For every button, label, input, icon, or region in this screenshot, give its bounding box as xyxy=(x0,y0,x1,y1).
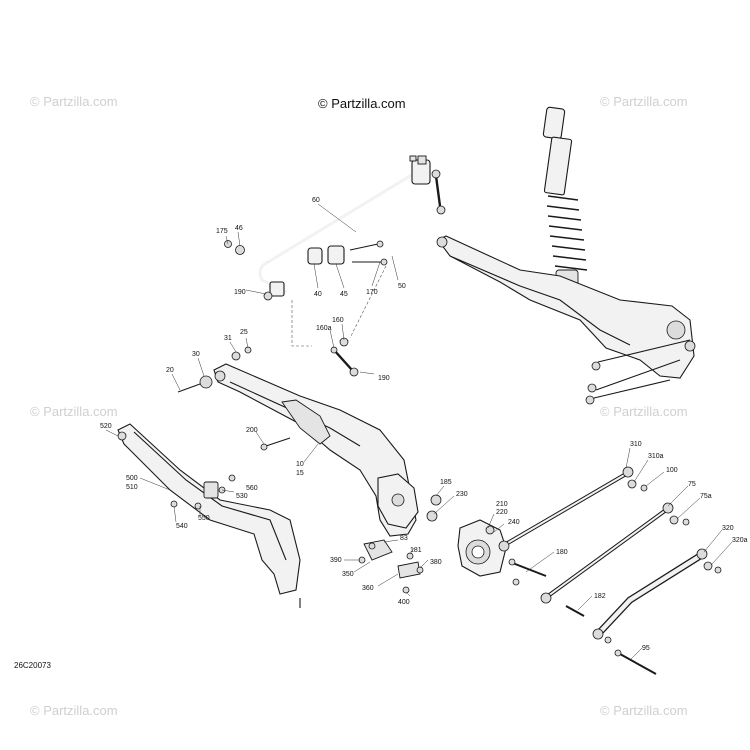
stabilizer-link-top xyxy=(409,155,446,215)
callout-310a: 310a xyxy=(648,453,664,460)
callout-160a: 160a xyxy=(316,325,332,332)
callout-160: 160 xyxy=(332,317,344,324)
bushing-40-45 xyxy=(224,240,388,301)
callout-30: 30 xyxy=(192,351,200,358)
callout-390: 390 xyxy=(330,557,342,564)
trailing-arm-left xyxy=(213,363,419,537)
callout-320a: 320a xyxy=(732,537,748,544)
callout-170: 170 xyxy=(366,289,378,296)
callout-360: 360 xyxy=(362,585,374,592)
callout-181: 181 xyxy=(410,547,422,554)
callout-530: 530 xyxy=(236,493,248,500)
diagram-code: 26C20073 xyxy=(14,661,51,670)
callout-550: 550 xyxy=(198,515,210,522)
callout-540: 540 xyxy=(176,523,188,530)
callout-60: 60 xyxy=(312,197,320,204)
callout-labels: 60 175 46 190 40 45 170 50 160 160a 190 … xyxy=(100,197,748,652)
watermark-bottom-right: © Partzilla.com xyxy=(600,703,688,718)
callout-210: 210 xyxy=(496,501,508,508)
callout-190-lower: 190 xyxy=(378,375,390,382)
callout-175: 175 xyxy=(216,228,228,235)
link-rod-320 xyxy=(592,548,722,644)
callout-75: 75 xyxy=(688,481,696,488)
callout-95: 95 xyxy=(642,645,650,652)
callout-350: 350 xyxy=(342,571,354,578)
shock-absorber xyxy=(542,106,588,297)
hardware-530-560 xyxy=(170,474,236,510)
callout-31: 31 xyxy=(224,335,232,342)
callout-230: 230 xyxy=(456,491,468,498)
leader-lines xyxy=(105,203,733,661)
callout-510: 510 xyxy=(126,484,138,491)
stabilizer-bar xyxy=(258,155,431,297)
callout-50: 50 xyxy=(398,283,406,290)
callout-200: 200 xyxy=(246,427,258,434)
callout-40: 40 xyxy=(314,291,322,298)
callout-25: 25 xyxy=(240,329,248,336)
callout-310: 310 xyxy=(630,441,642,448)
callout-182: 182 xyxy=(594,593,606,600)
watermark-top-right: © Partzilla.com xyxy=(600,94,688,109)
callout-75a: 75a xyxy=(700,493,712,500)
callout-190-upper: 190 xyxy=(234,289,246,296)
callout-15: 15 xyxy=(296,470,304,477)
bolts-180-182-95 xyxy=(508,558,657,675)
watermark-bottom-left: © Partzilla.com xyxy=(30,703,118,718)
callout-185: 185 xyxy=(440,479,452,486)
callout-20: 20 xyxy=(166,367,174,374)
knuckle xyxy=(426,494,507,577)
callout-100: 100 xyxy=(666,467,678,474)
sway-link-160 xyxy=(330,337,359,377)
callout-520: 520 xyxy=(100,423,112,430)
link-rod-75 xyxy=(540,502,690,604)
brand-label: © Partzilla.com xyxy=(318,96,406,111)
frame-member-500 xyxy=(117,423,301,608)
callout-400: 400 xyxy=(398,599,410,606)
hardware-cluster-350-400 xyxy=(358,539,424,594)
callout-560: 560 xyxy=(246,485,258,492)
trailing-arm-right xyxy=(436,235,696,405)
callout-83: 83 xyxy=(400,535,408,542)
callout-180: 180 xyxy=(556,549,568,556)
callout-240: 240 xyxy=(508,519,520,526)
watermark-mid-left: © Partzilla.com xyxy=(30,404,118,419)
callout-220: 220 xyxy=(496,509,508,516)
callout-46: 46 xyxy=(235,225,243,232)
watermark-top-left: © Partzilla.com xyxy=(30,94,118,109)
callout-320: 320 xyxy=(722,525,734,532)
watermark-mid-right: © Partzilla.com xyxy=(600,404,688,419)
callout-500: 500 xyxy=(126,475,138,482)
callout-45: 45 xyxy=(340,291,348,298)
callout-10: 10 xyxy=(296,461,304,468)
callout-380: 380 xyxy=(430,559,442,566)
